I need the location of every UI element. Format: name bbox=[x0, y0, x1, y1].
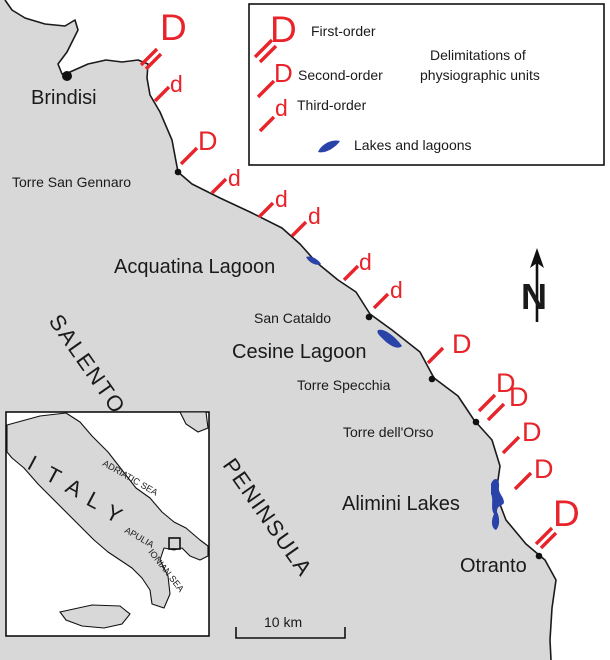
boundary-symbol: d bbox=[275, 186, 288, 212]
boundary-mark: D bbox=[179, 126, 218, 166]
boundary-symbol: d bbox=[308, 203, 321, 229]
boundary-symbol: D bbox=[496, 368, 516, 398]
otranto-label: Otranto bbox=[460, 555, 527, 577]
boundary-mark: D bbox=[513, 454, 554, 491]
legend-group-label-2: physiographic units bbox=[420, 67, 540, 83]
north-letter: N bbox=[521, 276, 547, 317]
legend-third-label: Third-order bbox=[297, 97, 367, 113]
legend-second-symbol: D bbox=[274, 58, 293, 88]
torre-orso-dot bbox=[472, 418, 480, 426]
cesine-lagoon-label: Cesine Lagoon bbox=[232, 341, 367, 363]
alimini-lakes-shape bbox=[491, 478, 504, 530]
inset-sicily-shape bbox=[59, 604, 131, 629]
acquatina-lagoon-label: Acquatina Lagoon bbox=[114, 256, 275, 278]
scale-bar: 10 km bbox=[235, 614, 346, 639]
san-cataldo-label: San Cataldo bbox=[254, 310, 331, 326]
boundary-symbol: D bbox=[522, 417, 542, 447]
legend-second-label: Second-order bbox=[298, 67, 383, 83]
boundary-mark: d bbox=[153, 71, 183, 103]
boundary-symbol: d bbox=[390, 277, 403, 303]
boundary-symbol: D bbox=[509, 382, 529, 412]
torre-orso-label: Torre dell'Orso bbox=[343, 424, 434, 440]
boundary-mark: d bbox=[257, 186, 288, 219]
inset-map: I T A L Y ADRIATIC SEA APULIA IONIAN SEA bbox=[5, 411, 210, 637]
boundary-symbol: D bbox=[160, 7, 187, 48]
north-arrow: N bbox=[521, 248, 547, 322]
acquatina-lagoon-shape bbox=[306, 256, 321, 265]
coastline bbox=[4, 0, 557, 660]
torre-specchia-dot bbox=[428, 375, 436, 383]
boundary-symbol: d bbox=[359, 249, 372, 275]
boundary-mark: D bbox=[486, 382, 529, 422]
boundary-mark: d bbox=[372, 277, 403, 310]
boundary-mark: D bbox=[426, 329, 472, 365]
boundary-mark: d bbox=[290, 203, 321, 238]
boundary-symbol: D bbox=[452, 329, 472, 359]
brindisi-label: Brindisi bbox=[31, 87, 97, 109]
torre-specchia-label: Torre Specchia bbox=[297, 377, 391, 393]
legend-lakes-label: Lakes and lagoons bbox=[354, 137, 472, 153]
brindisi-dot bbox=[62, 71, 72, 81]
scale-label: 10 km bbox=[264, 614, 302, 630]
inset-study-area-box bbox=[168, 537, 181, 550]
boundary-symbol: d bbox=[170, 71, 183, 97]
alimini-lakes-label: Alimini Lakes bbox=[342, 493, 460, 515]
san-cataldo-dot bbox=[365, 313, 373, 321]
legend-lake-icon bbox=[318, 140, 340, 153]
boundary-mark: d bbox=[210, 165, 241, 195]
boundary-mark: D bbox=[139, 7, 187, 71]
cesine-lagoon-shape bbox=[377, 329, 402, 348]
legend-group-label-1: Delimitations of bbox=[430, 47, 526, 63]
otranto-dot bbox=[535, 552, 543, 560]
boundary-mark: D bbox=[534, 493, 580, 550]
inset-italy-shape bbox=[6, 412, 209, 609]
boundary-symbol: d bbox=[228, 165, 241, 191]
boundary-symbol: D bbox=[553, 493, 580, 534]
legend: D First-order D Second-order d Third-ord… bbox=[248, 3, 605, 166]
boundary-mark: D bbox=[501, 417, 542, 455]
torre-san-gennaro-label: Torre San Gennaro bbox=[12, 174, 131, 190]
legend-first-symbol: D bbox=[270, 9, 297, 50]
torre-san-gennaro-dot bbox=[174, 168, 182, 176]
legend-third-symbol: d bbox=[275, 95, 288, 121]
legend-first-label: First-order bbox=[311, 23, 376, 39]
boundary-symbol: D bbox=[534, 454, 554, 484]
inset-coast-fragment bbox=[179, 411, 209, 433]
boundary-mark: D bbox=[477, 368, 516, 413]
boundary-symbol: D bbox=[198, 126, 218, 156]
boundary-mark: d bbox=[342, 249, 372, 282]
